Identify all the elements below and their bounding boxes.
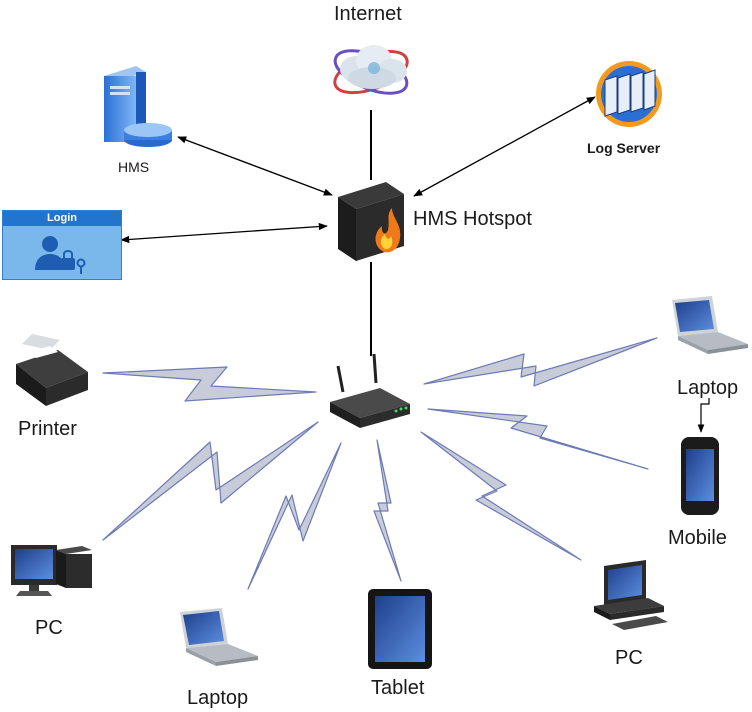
pc-left-label: PC <box>35 617 63 639</box>
internet-label: Internet <box>334 3 402 25</box>
router-icon <box>330 353 410 428</box>
edges <box>120 96 710 433</box>
wireless-link-pc-right <box>420 431 582 561</box>
hms-server-icon <box>104 66 172 147</box>
pc-left-icon <box>11 545 92 596</box>
log-server-icon <box>596 61 662 127</box>
hms-label: HMS <box>118 159 150 175</box>
hotspot-label: HMS Hotspot <box>413 208 532 230</box>
tablet-label: Tablet <box>371 677 425 699</box>
tablet-icon <box>368 589 432 669</box>
printer-label: Printer <box>18 418 77 440</box>
log-server-label: Log Server <box>587 140 661 156</box>
hotspot-firewall-icon <box>338 182 404 261</box>
edge-laptop-mobile <box>697 398 710 433</box>
mobile-icon <box>681 437 719 515</box>
laptop-right-icon <box>672 296 748 354</box>
edge-login-hotspot <box>120 222 328 244</box>
wireless-link-mobile <box>427 408 649 470</box>
printer-icon <box>16 334 88 406</box>
pc-right-icon <box>594 560 668 630</box>
pc-right-label: PC <box>615 647 643 669</box>
wireless-link-pc-left <box>102 421 319 541</box>
login-user-lock-icon <box>35 236 86 274</box>
edge-logserver-hotspot <box>413 96 596 197</box>
wireless-link-printer <box>102 366 317 402</box>
mobile-label: Mobile <box>668 527 727 549</box>
login-title: Login <box>3 211 121 226</box>
wireless-link-laptop-bottom <box>247 442 342 590</box>
wireless-link-tablet <box>373 439 402 582</box>
wireless-links <box>102 337 658 590</box>
wireless-link-laptop-right <box>423 337 658 387</box>
internet-cloud-icon <box>333 45 409 95</box>
edge-hms-hotspot <box>177 136 333 196</box>
laptop-bottom-icon <box>180 608 258 666</box>
login-panel: Login <box>2 210 122 280</box>
laptop-bottom-label: Laptop <box>187 687 249 709</box>
laptop-right-label: Laptop <box>677 377 739 399</box>
